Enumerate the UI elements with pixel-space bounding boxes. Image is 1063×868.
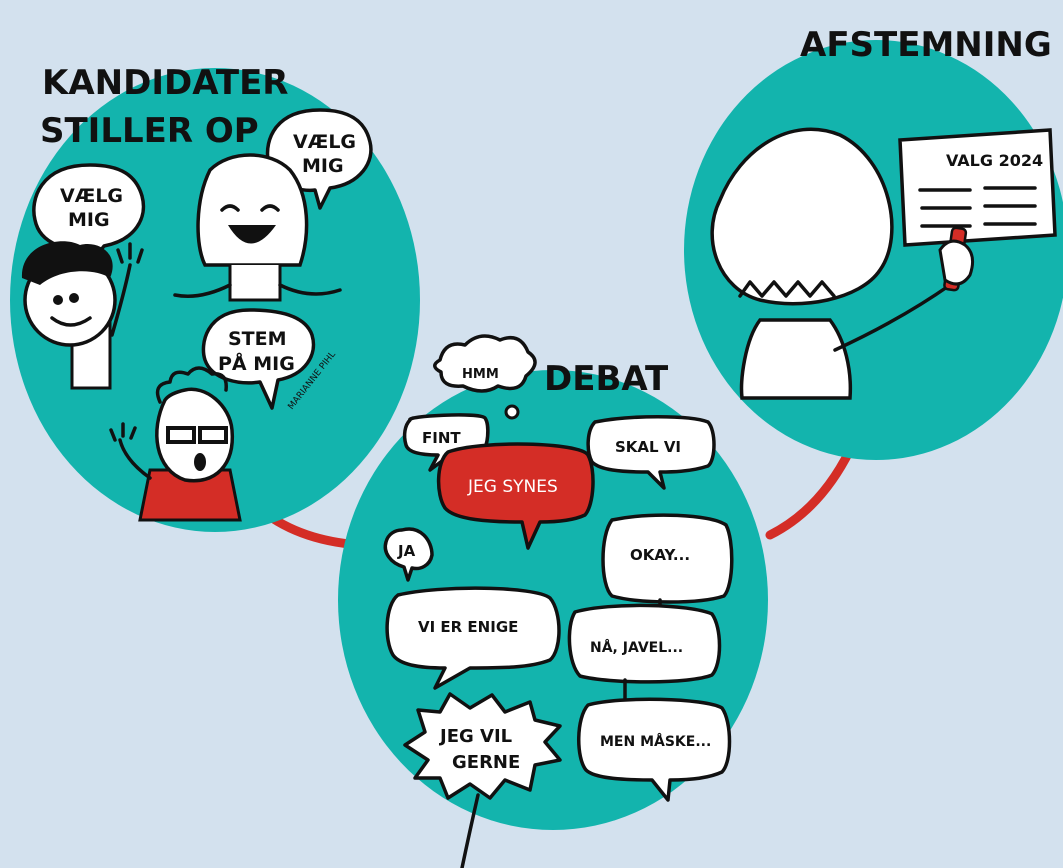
stage-voting: AFSTEMNING VALG 2024: [684, 25, 1063, 460]
bubble-text-stem: STEM: [228, 328, 287, 350]
thought-cloud-hmm: [433, 334, 537, 393]
bubble-text-vaelg-right-2: MIG: [302, 155, 344, 177]
ballot-paper: VALG 2024: [898, 128, 1057, 292]
speech-bubble-stem-paa-mig: [201, 308, 316, 410]
bubble-text-naa-javel: NÅ, JAVEL...: [590, 639, 683, 656]
stage-candidates: KANDIDATER STILLER OP VÆLG MIG VÆLG MIG: [10, 63, 420, 532]
stage-candidates-title-line2: STILLER OP: [40, 111, 259, 151]
stage-voting-title: AFSTEMNING: [800, 25, 1052, 65]
connector-arc-right: [765, 445, 855, 540]
speech-bubble-jeg-synes: [436, 442, 595, 550]
bubble-text-vaelg-left-1: VÆLG: [60, 185, 123, 207]
candidate-man-figure: [109, 366, 242, 522]
stage-debate: DEBAT HMM FINT SKAL VI JEG SYNES JA OKAY…: [338, 334, 768, 868]
candidate-girl-figure: [173, 153, 342, 302]
bubble-text-men-maaske: MEN MÅSKE...: [600, 733, 711, 750]
thought-dot: [504, 404, 520, 420]
speech-bubble-naa-javel: [567, 603, 722, 684]
stage-debate-title: DEBAT: [544, 359, 669, 399]
bubble-text-skal-vi: SKAL VI: [615, 438, 681, 456]
speech-bubble-jeg-vil-gerne: [403, 692, 562, 800]
voter-figure: [710, 127, 952, 400]
speech-bubble-men-maaske: [577, 697, 732, 802]
speech-bubble-vi-er-enige: [385, 586, 561, 690]
bubble-text-fint: FINT: [422, 429, 461, 447]
bubble-text-vi-er-enige: VI ER ENIGE: [418, 618, 518, 636]
thought-text-hmm: HMM: [462, 367, 499, 382]
bubble-text-paa-mig: PÅ MIG: [218, 351, 295, 375]
speech-bubble-okay: [601, 513, 734, 604]
bubble-text-okay: OKAY...: [630, 546, 690, 564]
bubble-text-jeg-vil: JEG VIL: [438, 726, 512, 747]
stage-candidates-title-line1: KANDIDATER: [42, 63, 288, 103]
pointer-line-jeg-vil: [460, 793, 480, 868]
bubble-text-vaelg-left-2: MIG: [68, 209, 110, 231]
bubble-text-gerne: GERNE: [452, 752, 520, 773]
speech-bubble-ja: [383, 527, 434, 582]
candidate-boy-figure: [21, 241, 144, 390]
bubble-text-vaelg-right-1: VÆLG: [293, 131, 356, 153]
bubble-text-jeg-synes: JEG SYNES: [467, 477, 558, 497]
bubble-text-ja: JA: [397, 542, 416, 560]
ballot-title: VALG 2024: [946, 151, 1043, 170]
